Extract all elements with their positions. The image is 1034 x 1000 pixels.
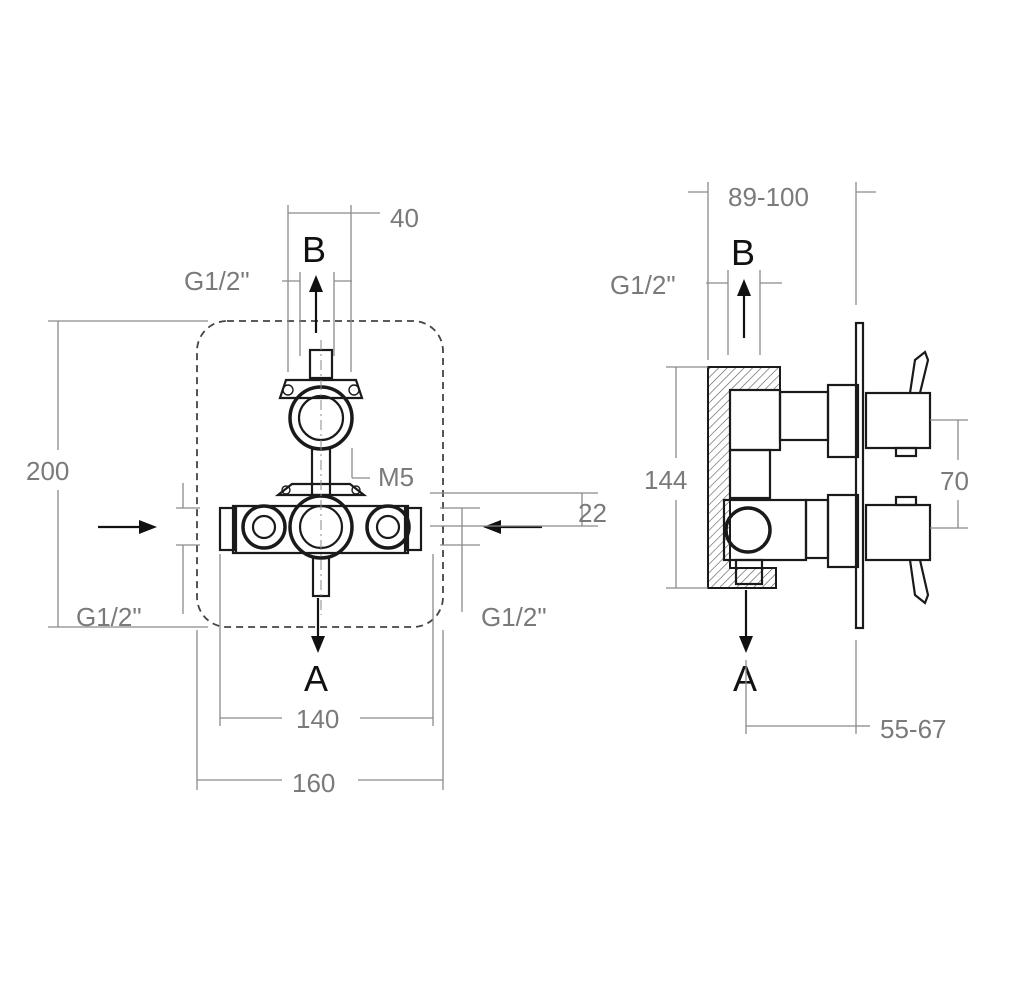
side-view: B A 89-100 G1/2" 144 [610, 182, 969, 744]
side-arrow-a-down [739, 590, 753, 653]
arrow-a-down [311, 598, 325, 653]
dim-40-label: 40 [390, 203, 419, 233]
dim-55-67-label: 55-67 [880, 714, 947, 744]
dim-200-label: 200 [26, 456, 69, 486]
dim-outlet-thread [282, 272, 352, 356]
inlet-right-thread-label: G1/2" [481, 602, 547, 632]
dim-160-label: 160 [292, 768, 335, 798]
front-label-b: B [302, 229, 326, 270]
dim-70-label: 70 [940, 466, 969, 496]
dim-40 [287, 205, 380, 372]
dim-144-label: 144 [644, 465, 687, 495]
dim-inlet-right [440, 507, 480, 612]
upper-cartridge [728, 383, 932, 500]
front-label-a: A [304, 658, 328, 699]
front-outlet-thread-label: G1/2" [184, 266, 250, 296]
dim-89-100 [688, 182, 876, 360]
lower-handle [894, 495, 930, 605]
arrow-inlet-right [483, 520, 542, 534]
upper-handle [894, 350, 930, 458]
arrow-b-up [309, 275, 323, 333]
side-outlet-thread-label: G1/2" [610, 270, 676, 300]
side-cover-plate [854, 321, 865, 630]
front-view: B A 40 G1/2" M5 20 [26, 203, 607, 798]
dim-144 [666, 366, 708, 589]
dim-200 [48, 320, 208, 628]
dim-140-label: 140 [296, 704, 339, 734]
side-label-a: A [733, 658, 757, 699]
inlet-left-thread-label: G1/2" [76, 602, 142, 632]
side-arrow-b-up [737, 279, 751, 338]
dim-side-outlet-thread [706, 270, 782, 355]
arrow-inlet-left [98, 520, 157, 534]
dim-22-label: 22 [578, 498, 607, 528]
dim-140 [219, 554, 434, 726]
dim-inlet-left [176, 483, 200, 614]
lower-cartridge [722, 493, 932, 586]
dim-70 [930, 419, 968, 529]
dim-160 [196, 630, 444, 790]
dim-22 [430, 492, 598, 527]
m5-label: M5 [378, 462, 414, 492]
cover-plate-outline [196, 320, 444, 628]
dim-55-67 [745, 640, 870, 734]
side-label-b: B [731, 232, 755, 273]
dim-89-100-label: 89-100 [728, 182, 809, 212]
m5-leader [351, 448, 370, 479]
